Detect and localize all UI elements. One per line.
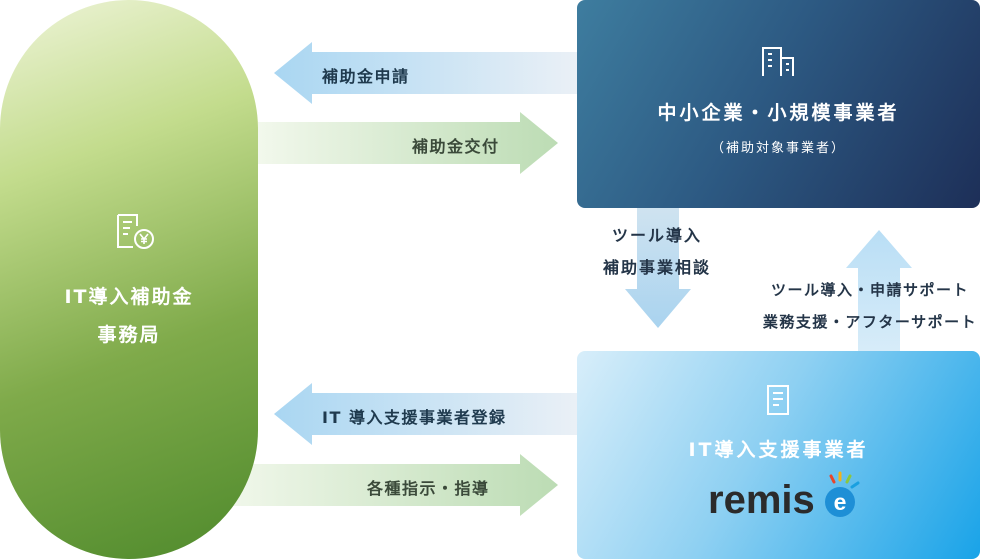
arrow-subsidy-application [274,42,577,104]
document-yen-icon [117,214,154,249]
office-title-line1: IT導入補助金 [64,286,194,308]
remise-logo-letter: e [834,489,847,515]
office-node [0,0,258,559]
vendor-node: IT導入支援事業者 [577,351,980,559]
sme-node: 中小企業・小規模事業者 （補助対象事業者） [577,0,980,208]
label-consultation: ツール導入 補助事業相談 [578,220,736,284]
arrow-vendor-registration [274,383,577,445]
label-subsidy-grant: 補助金交付 [412,137,500,156]
arrow-subsidy-grant [258,112,558,174]
label-support: ツール導入・申請サポート 業務支援・アフターサポート [740,274,1000,338]
building-icon [762,47,794,76]
label-subsidy-application: 補助金申請 [322,67,410,86]
sme-title: 中小企業・小規模事業者 [657,102,900,124]
remise-logo-e-mark: e [825,471,860,517]
label-vendor-registration: IT 導入支援事業者登録 [322,408,507,427]
remise-logo: remis [708,478,815,522]
label-support-line1: ツール導入・申請サポート [770,281,969,299]
label-consultation-line1: ツール導入 [611,226,702,245]
sme-subtitle: （補助対象事業者） [710,141,846,156]
label-consultation-line2: 補助事業相談 [602,258,711,277]
office-title-line2: 事務局 [97,324,161,346]
label-instructions: 各種指示・指導 [367,479,490,498]
label-support-line2: 業務支援・アフターサポート [762,313,978,331]
vendor-title: IT導入支援事業者 [688,439,869,461]
remise-logo-text: remis [708,478,815,522]
arrow-support-up [846,230,912,351]
arrow-instructions [220,454,558,516]
document-icon [767,385,789,415]
arrow-consultation-down [625,208,691,328]
